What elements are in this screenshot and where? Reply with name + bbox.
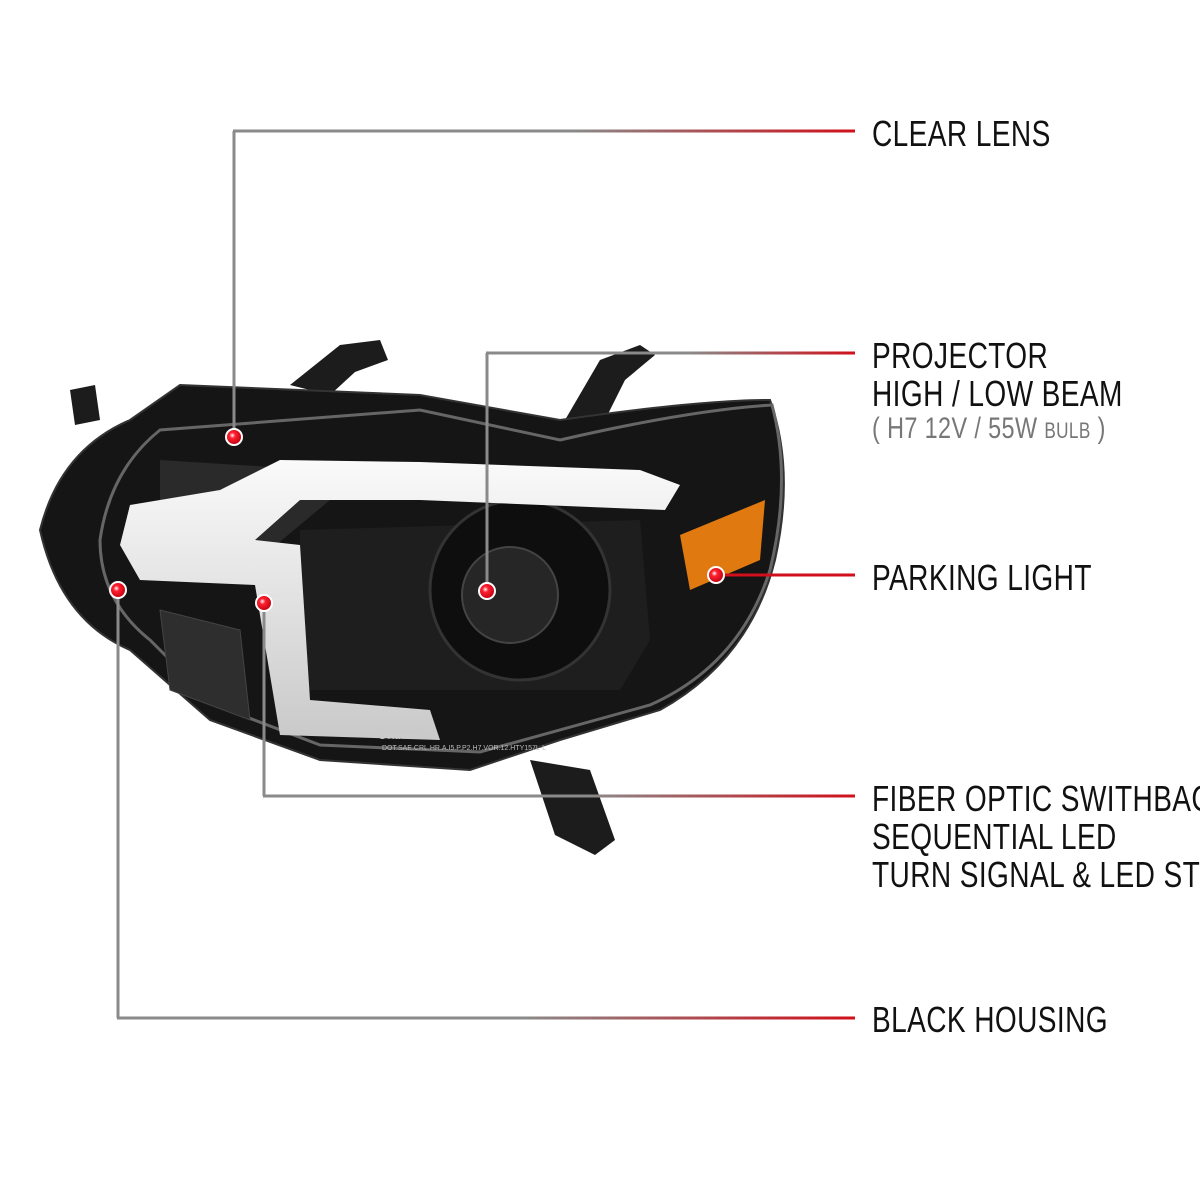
- fiber-line2: SEQUENTIAL LED: [872, 816, 1117, 857]
- dot-projector: [478, 582, 496, 600]
- fiber-line3: TURN SIGNAL & LED STRIP: [872, 854, 1200, 895]
- fiber-optic-led-strip: [120, 460, 680, 740]
- dot-black-housing: [109, 581, 127, 599]
- label-projector: PROJECTOR HIGH / LOW BEAM ( H7 12V / 55W…: [872, 337, 1123, 447]
- projector-spec: ( H7 12V / 55W BULB ): [872, 413, 1123, 447]
- projector-line2: HIGH / LOW BEAM: [872, 373, 1123, 414]
- dot-fiber-optic: [255, 594, 273, 612]
- fiber-line1: FIBER OPTIC SWITHBACK: [872, 778, 1200, 819]
- brand-logo: DYNAMIK: [380, 732, 421, 741]
- label-black-housing: BLACK HOUSING: [872, 999, 1109, 1040]
- dot-clear-lens: [225, 428, 243, 446]
- label-fiber-optic: FIBER OPTIC SWITHBACK SEQUENTIAL LED TUR…: [872, 780, 1200, 894]
- mounting-brackets: [70, 340, 655, 855]
- dot-parking-light: [707, 566, 725, 584]
- callout-dots: [109, 428, 725, 612]
- spec-close: ): [1090, 412, 1106, 445]
- lower-mesh-grille: [159, 609, 251, 721]
- spec-bulb: BULB: [1044, 418, 1091, 443]
- callout-lines: [116, 129, 856, 1020]
- label-parking-light: PARKING LIGHT: [872, 557, 1092, 598]
- projector-line1: PROJECTOR: [872, 335, 1049, 376]
- lens-marking: DOT.SAE.CRL.HR.A.I5.P.P2.H7.VOR.12.HTY15…: [382, 745, 546, 752]
- spec-text: ( H7 12V / 55W: [872, 412, 1045, 445]
- label-clear-lens: CLEAR LENS: [872, 113, 1051, 154]
- parking-light-amber: [680, 500, 765, 590]
